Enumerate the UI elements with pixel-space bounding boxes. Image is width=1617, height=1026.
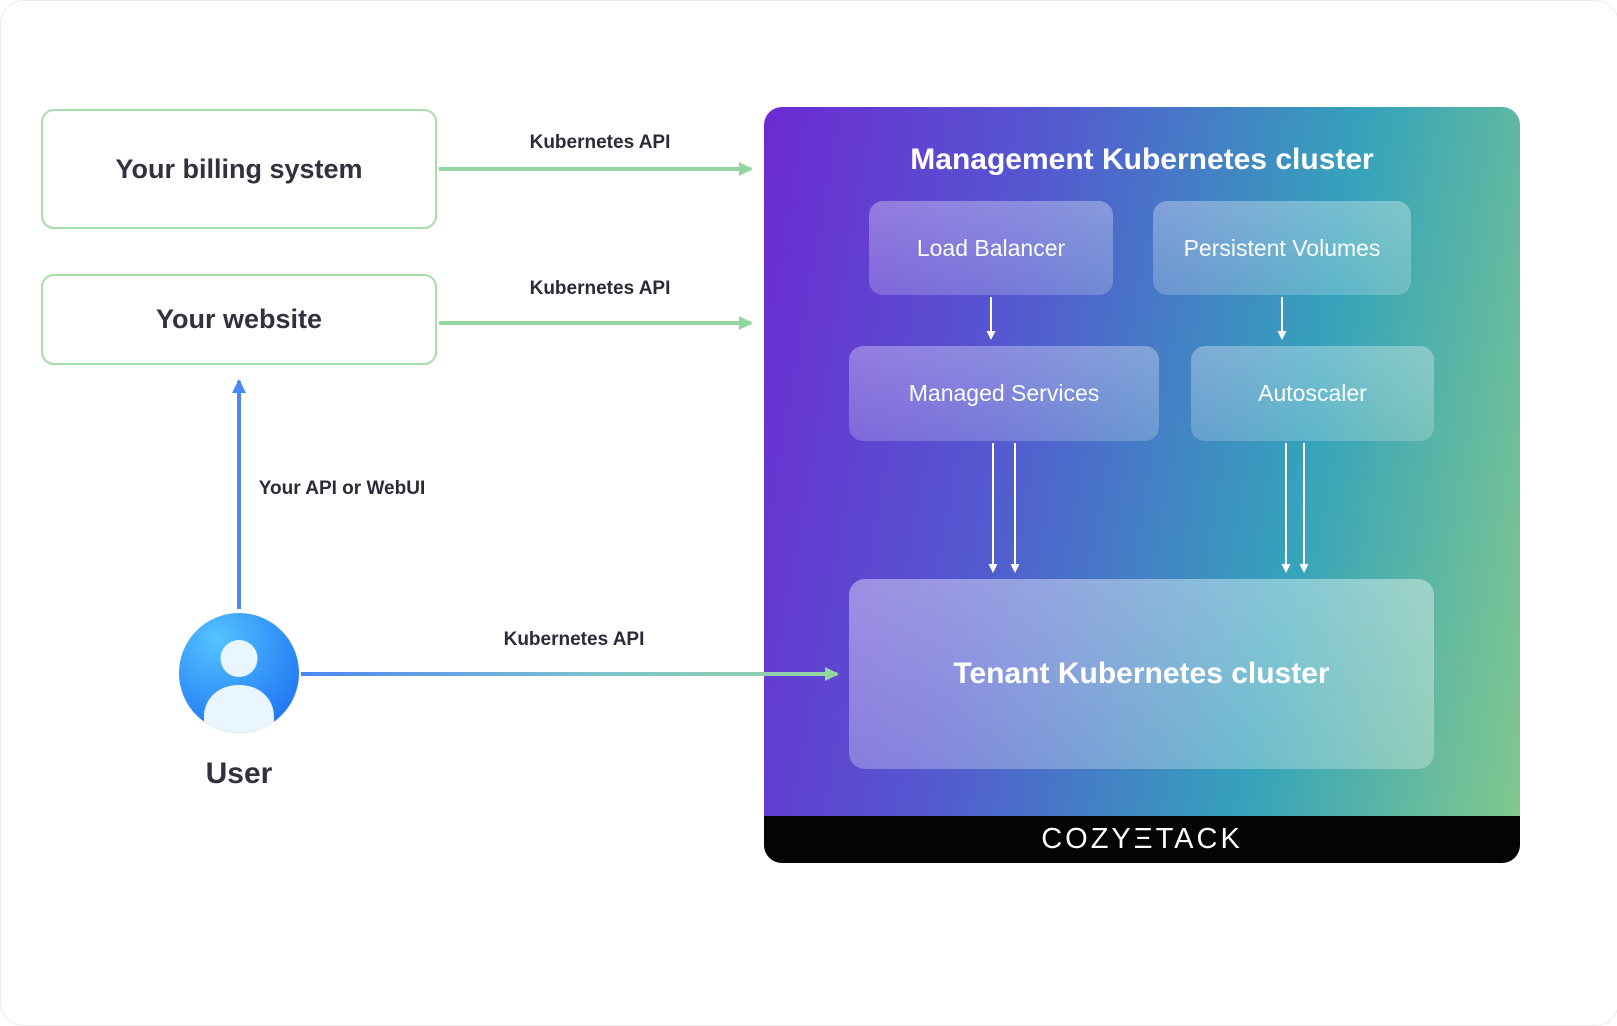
footer-bar: COZYΞTACK (764, 816, 1520, 863)
autoscaler-label: Autoscaler (1258, 380, 1367, 406)
management-cluster-title: Management Kubernetes cluster (910, 143, 1374, 176)
node-load-balancer: Load Balancer (869, 201, 1113, 295)
node-persistent-volumes: Persistent Volumes (1153, 201, 1411, 295)
tenant-cluster-label: Tenant Kubernetes cluster (953, 657, 1330, 690)
node-autoscaler: Autoscaler (1191, 346, 1434, 441)
user-avatar (179, 613, 299, 733)
billing-system-label: Your billing system (115, 153, 363, 184)
node-billing-system: Your billing system (41, 109, 437, 229)
persistent-volumes-label: Persistent Volumes (1183, 234, 1381, 261)
node-managed-services: Managed Services (849, 346, 1159, 441)
user-label: User (205, 757, 273, 790)
cozystack-logo: COZYΞTACK (1041, 823, 1243, 855)
user-icon (204, 640, 274, 733)
node-website: Your website (41, 274, 437, 365)
load-balancer-label: Load Balancer (916, 234, 1066, 261)
website-label: Your website (155, 304, 323, 334)
edge-label-website-kubernetes-api: Kubernetes API (529, 278, 671, 299)
managed-services-label: Managed Services (908, 380, 1100, 406)
edge-label-billing-kubernetes-api: Kubernetes API (529, 132, 671, 153)
edge-label-user-kubernetes-api: Kubernetes API (503, 629, 645, 650)
edge-label-your-api-or-webui: Your API or WebUI (258, 478, 426, 499)
node-tenant-cluster: Tenant Kubernetes cluster (849, 579, 1434, 769)
management-cluster-panel: Management Kubernetes cluster Load Balan… (764, 107, 1520, 863)
